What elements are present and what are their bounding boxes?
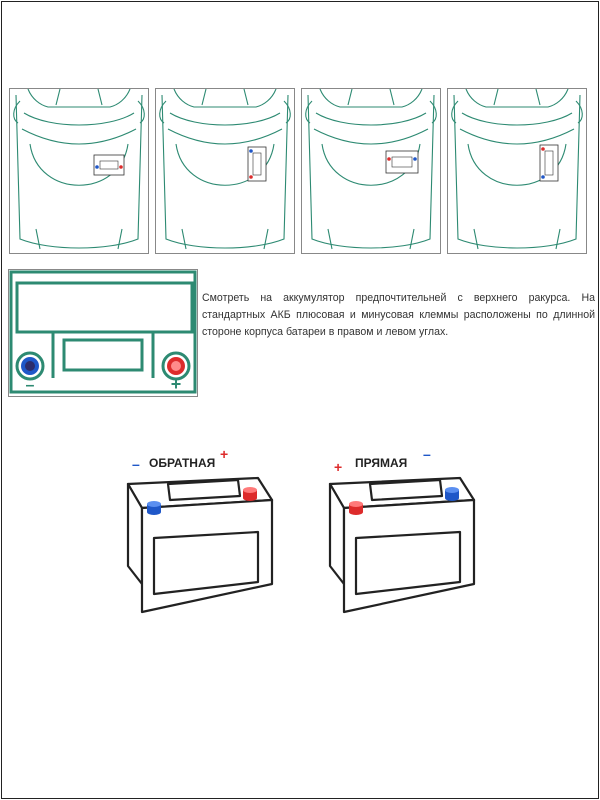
reverse-plus-sign: +: [220, 446, 228, 462]
car-top-view-icon: [305, 89, 437, 250]
polarity-illustration: – ОБРАТНАЯ + + ПРЯМ: [112, 442, 492, 622]
direct-minus-sign: –: [423, 446, 431, 462]
direct-polarity-battery: + ПРЯМАЯ –: [328, 446, 476, 614]
description-text: Смотреть на аккумулятор предпочтительней…: [202, 292, 595, 338]
battery-terminals-icon: – +: [9, 270, 197, 394]
reverse-polarity-battery: – ОБРАТНАЯ +: [126, 446, 274, 614]
battery-minus-sign: –: [26, 377, 35, 394]
direct-plus-sign: +: [334, 459, 342, 475]
car-top-view-icon: [159, 89, 291, 250]
reverse-minus-sign: –: [132, 456, 140, 472]
car-top-view-icon: [451, 89, 583, 250]
car-top-view-icon: [13, 89, 145, 250]
car-diagram-3: [301, 88, 441, 254]
car-diagram-4: [447, 88, 587, 254]
reverse-label: ОБРАТНАЯ: [149, 456, 215, 470]
car-diagram-1: [9, 88, 149, 254]
battery-plus-sign: +: [171, 374, 182, 394]
car-battery-icon: – ОБРАТНАЯ + + ПРЯМ: [126, 446, 476, 614]
car-diagrams-row: [9, 88, 594, 254]
direct-label: ПРЯМАЯ: [355, 456, 407, 470]
car-diagram-2: [155, 88, 295, 254]
battery-terminals-diagram: – +: [8, 269, 198, 397]
